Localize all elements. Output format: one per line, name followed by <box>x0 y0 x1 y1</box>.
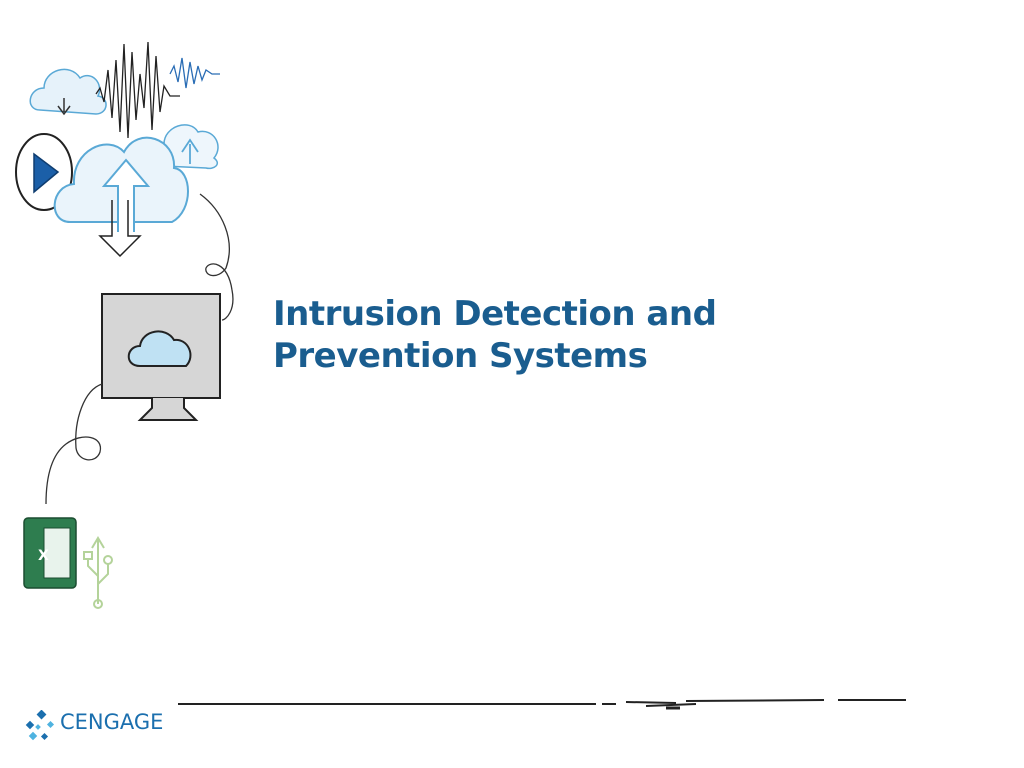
footer-divider <box>178 699 906 710</box>
svg-text:X: X <box>38 548 49 564</box>
slide-title: Intrusion Detection and Prevention Syste… <box>273 293 833 377</box>
soundwave-icon <box>95 41 220 139</box>
slide-title-line1: Intrusion Detection and <box>273 294 717 334</box>
cengage-logo-text: CENGAGE <box>60 710 164 734</box>
connector-line <box>199 193 234 321</box>
usb-icon <box>83 536 113 609</box>
cloud-download-icon <box>29 68 107 116</box>
decorative-illustration: X <box>15 41 234 609</box>
connector-line-lower <box>45 383 103 505</box>
cloud-sync-icon <box>53 136 189 258</box>
play-icon <box>15 133 73 211</box>
slide-title-line2: Prevention Systems <box>273 336 648 376</box>
computer-monitor-icon <box>101 293 221 421</box>
excel-icon: X <box>23 517 77 589</box>
cengage-logo-icon <box>25 710 55 741</box>
